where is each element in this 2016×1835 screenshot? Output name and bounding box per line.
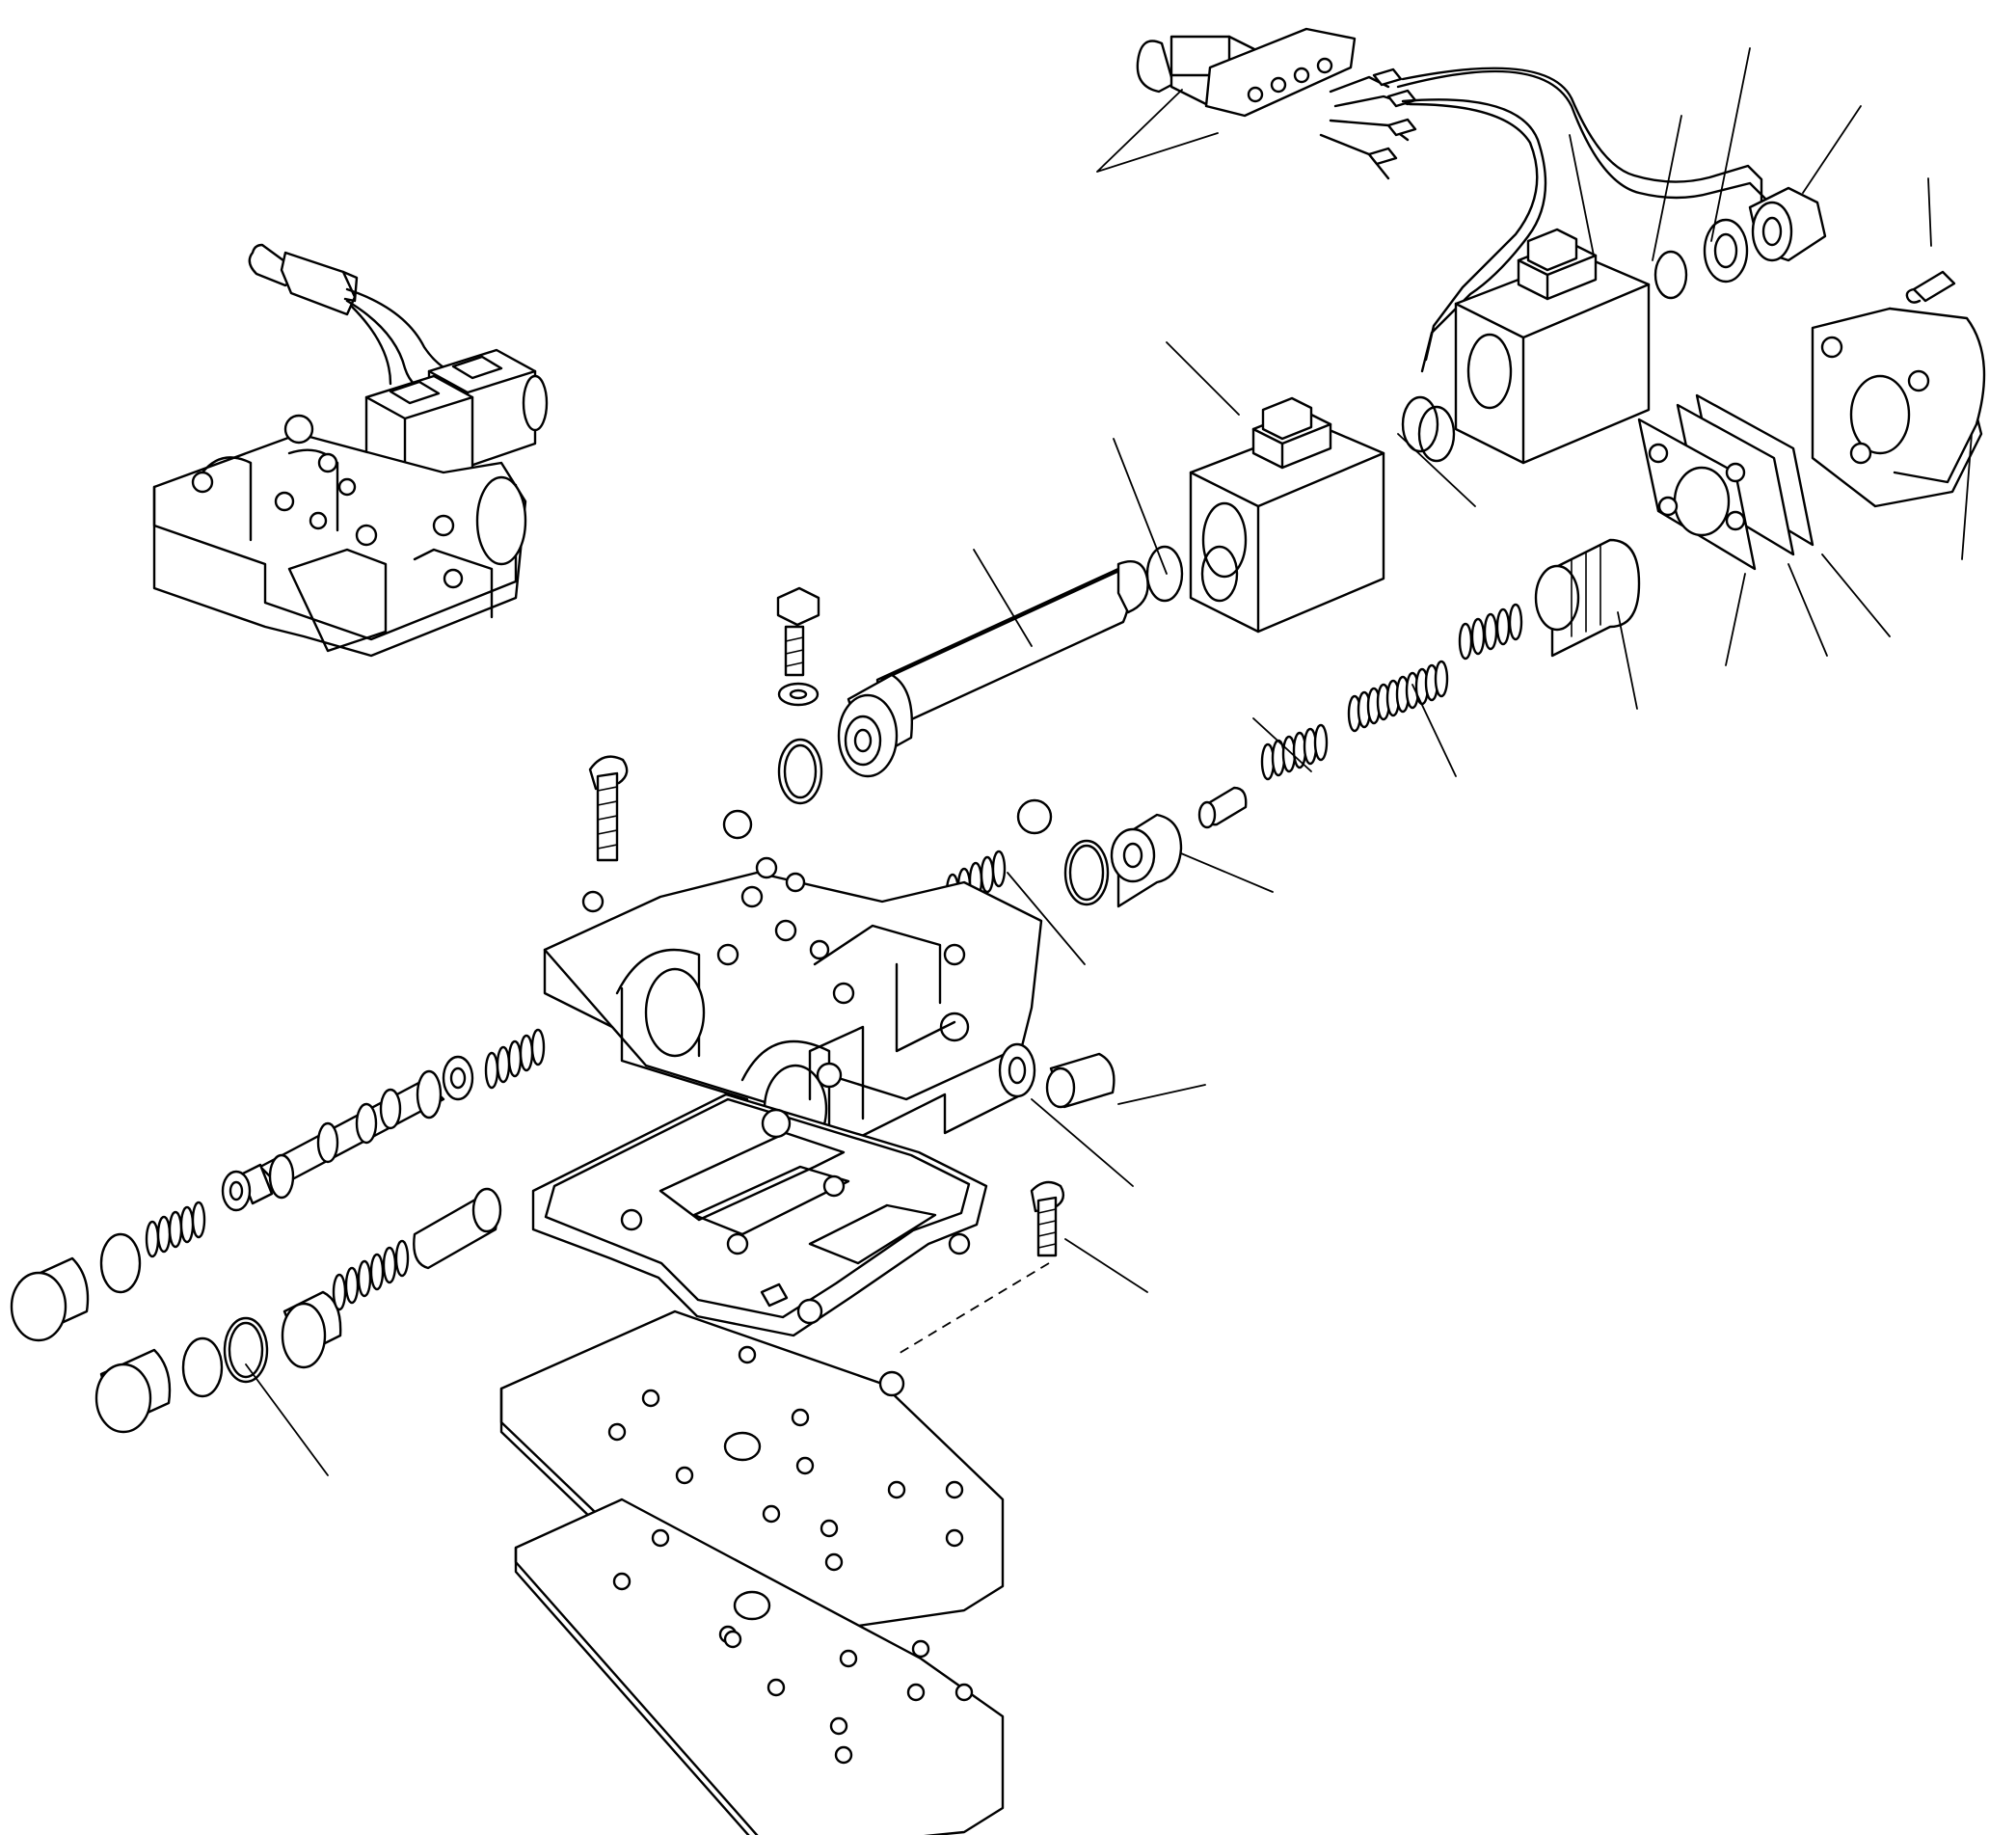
gasket-stack xyxy=(1637,393,1814,571)
spring-left-middle xyxy=(145,1201,206,1258)
side-plug xyxy=(998,1042,1116,1109)
end-cover xyxy=(1811,270,1986,508)
solenoid-coil-left xyxy=(1189,396,1385,634)
gasket-plate xyxy=(531,1093,1065,1337)
piston-spring-row xyxy=(945,538,1641,911)
leader-lines xyxy=(245,47,1973,1476)
assembled-valve-inset xyxy=(152,243,549,658)
spring-left-upper xyxy=(484,1028,546,1090)
separator-plate-lower xyxy=(514,1498,1005,1835)
spool-stack-left xyxy=(10,1028,546,1434)
solenoid-coil-right xyxy=(1454,228,1651,465)
spring-medium xyxy=(1260,723,1329,781)
spring-left-lower xyxy=(332,1239,410,1311)
wiring-harness-connector xyxy=(1136,27,1771,373)
alignment-dashed-line xyxy=(896,1262,1050,1356)
spring-large xyxy=(1458,603,1523,661)
orings-washer-nut xyxy=(1200,186,1827,603)
solenoid-tube xyxy=(776,545,1184,805)
spring-long xyxy=(1347,660,1449,733)
